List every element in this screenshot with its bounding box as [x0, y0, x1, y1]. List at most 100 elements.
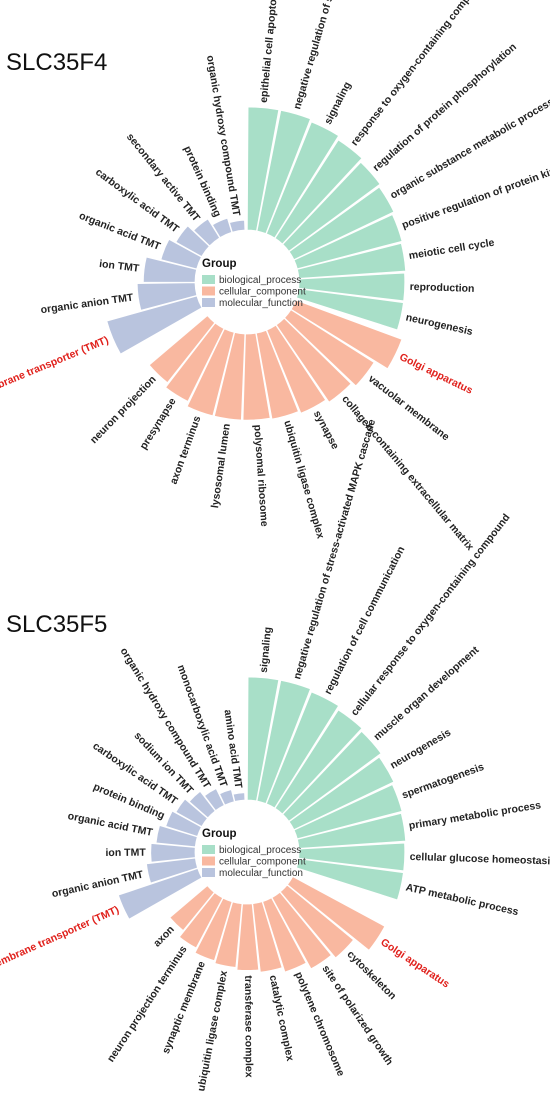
- bar-epithelial-cell-apoptotic-process: [246, 106, 280, 232]
- label-spermatogenesis: spermatogenesis: [400, 761, 485, 802]
- bar-polysomal-ribosome: [242, 332, 271, 421]
- bar-collagen-containing-extracellular-matrix: [275, 317, 352, 403]
- bar-organic-anion-tmt: [146, 857, 199, 884]
- label-ion-tmt: ion TMT: [98, 258, 140, 275]
- bar-atp-metabolic-process: [296, 858, 404, 901]
- bar-response-to-oxygen-containing-compound: [274, 139, 363, 245]
- label-neuron-projection-terminus: neuron projection terminus: [105, 944, 190, 1065]
- label-epithelial-cell-apoptotic-process: epithelial cell apoptotic process: [258, 0, 285, 103]
- label-synapse: synapse: [311, 409, 341, 452]
- legend-entry-molecular-function: molecular_function: [219, 868, 303, 879]
- bar-organic-anion-tmt: [136, 282, 198, 311]
- legend-entry-cellular-component: cellular_component: [219, 287, 306, 298]
- bar-signaling: [265, 121, 340, 239]
- bar-lysosomal-lumen: [213, 332, 246, 421]
- bar-reproduction: [298, 272, 406, 302]
- legend-swatch-cellular-component: [202, 856, 215, 866]
- bar-ion-tmt: [142, 256, 198, 283]
- bar-carboxylic-acid-tmt: [175, 225, 210, 258]
- legend-swatch-cellular-component: [202, 286, 215, 296]
- label-ion-tmt: ion TMT: [105, 847, 146, 859]
- bar-organic-hydroxy-compound-tmt: [229, 219, 246, 233]
- bar-transferase-complex: [236, 903, 260, 971]
- label-reproduction: reproduction: [410, 281, 475, 295]
- bar-transmembrane-transporter-tmt: [106, 295, 203, 355]
- bar-organic-substance-metabolic-process: [288, 186, 395, 261]
- bar-monocarboxylic-acid-tmt: [219, 789, 235, 806]
- bar-ubiquitin-ligase-complex: [255, 329, 299, 420]
- label-ubiquitin-ligase-complex: ubiquitin ligase complex: [195, 970, 230, 1093]
- legend: Groupbiological_processcellular_componen…: [202, 828, 306, 879]
- bar-negative-regulation-of-stress-activated-mapk-cascade: [256, 109, 311, 235]
- legend-entry-cellular-component: cellular_component: [219, 857, 306, 868]
- bar-protein-binding: [211, 217, 233, 239]
- label-neurogenesis: neurogenesis: [388, 726, 453, 771]
- label-organic-acid-tmt: organic acid TMT: [67, 810, 155, 839]
- bar-signaling: [246, 676, 280, 802]
- legend-swatch-molecular-function: [202, 298, 215, 307]
- bar-axon: [169, 885, 215, 932]
- bar-polytene-chromosome: [262, 897, 307, 973]
- label-organic-anion-tmt: organic anion TMT: [40, 291, 135, 316]
- bar-ion-tmt: [150, 843, 196, 863]
- legend-entry-biological-process: biological_process: [219, 845, 301, 856]
- legend-title: Group: [202, 258, 237, 270]
- label-ubiquitin-ligase-complex: ubiquitin ligase complex: [281, 419, 326, 540]
- label-lysosomal-lumen: lysosomal lumen: [209, 423, 233, 509]
- bar-positive-regulation-of-protein-kinase-activity: [293, 214, 403, 270]
- bar-golgi-apparatus: [290, 299, 403, 370]
- label-primary-metabolic-process: primary metabolic process: [408, 799, 542, 832]
- bar-vacuolar-membrane: [284, 309, 375, 387]
- bar-sodium-ion-tmt: [188, 790, 216, 819]
- bar-regulation-of-cell-communication: [265, 691, 340, 809]
- bar-neuron-projection: [148, 315, 216, 384]
- bar-meiotic-cell-cycle: [296, 242, 407, 279]
- bar-amino-acid-tmt: [232, 792, 246, 802]
- label-signaling: signaling: [258, 626, 274, 673]
- bar-ubiquitin-ligase-complex: [214, 901, 243, 968]
- label-axon-terminus: axon terminus: [168, 414, 204, 486]
- legend-entry-molecular-function: molecular_function: [219, 298, 303, 309]
- legend-swatch-molecular-function: [202, 868, 215, 877]
- bar-primary-metabolic-process: [296, 812, 407, 849]
- bar-neurogenesis: [288, 756, 395, 831]
- legend: Group biological_processcellular_componen…: [202, 258, 306, 309]
- bar-synapse: [266, 324, 327, 414]
- bar-organic-acid-tmt: [155, 825, 198, 848]
- label-signaling: signaling: [322, 80, 354, 127]
- label-transmembrane-transporter-tmt: transmembrane transporter (TMT): [0, 904, 121, 984]
- label-presynapse: presynapse: [138, 396, 179, 452]
- label-neurogenesis: neurogenesis: [405, 311, 474, 338]
- bar-organic-hydroxy-compound-tmt: [203, 788, 225, 812]
- bar-carboxylic-acid-tmt: [175, 798, 208, 828]
- label-catalytic-complex: catalytic complex: [267, 974, 296, 1062]
- legend-entry-biological-process: biological_process: [219, 275, 301, 286]
- bar-synaptic-membrane: [194, 897, 233, 962]
- label-cellular-glucose-homeostasis: cellular glucose homeostasis: [410, 851, 550, 868]
- bar-secondary-active-tmt: [193, 218, 221, 247]
- bar-catalytic-complex: [252, 901, 283, 973]
- bar-neurogenesis: [296, 288, 404, 331]
- label-transferase-complex: transferase complex: [242, 975, 255, 1077]
- chart-slc35f4: SLC35F4 epithelial cell apoptotic process…: [0, 0, 550, 553]
- bar-protein-binding: [165, 810, 202, 837]
- bar-golgi-apparatus: [286, 876, 386, 951]
- legend-swatch-biological-process: [202, 275, 215, 284]
- bar-muscle-organ-development: [282, 730, 382, 822]
- chart-title: SLC35F5: [6, 611, 107, 638]
- bar-negative-regulation-of-stress-activated-mapk-cascade: [256, 679, 311, 805]
- bar-site-of-polarized-growth: [271, 891, 332, 970]
- chart-title: SLC35F4: [6, 49, 107, 76]
- bar-organic-acid-tmt: [160, 238, 202, 270]
- label-golgi-apparatus: Golgi apparatus: [397, 351, 474, 397]
- bar-presynapse: [165, 322, 225, 402]
- bar-neuron-projection-terminus: [178, 892, 224, 949]
- label-positive-regulation-of-protein-kinase-activity: positive regulation of protein kinase ac…: [400, 146, 550, 232]
- bar-transmembrane-transporter-tmt: [117, 868, 203, 920]
- label-golgi-apparatus: Golgi apparatus: [378, 936, 451, 990]
- label-meiotic-cell-cycle: meiotic cell cycle: [408, 237, 495, 262]
